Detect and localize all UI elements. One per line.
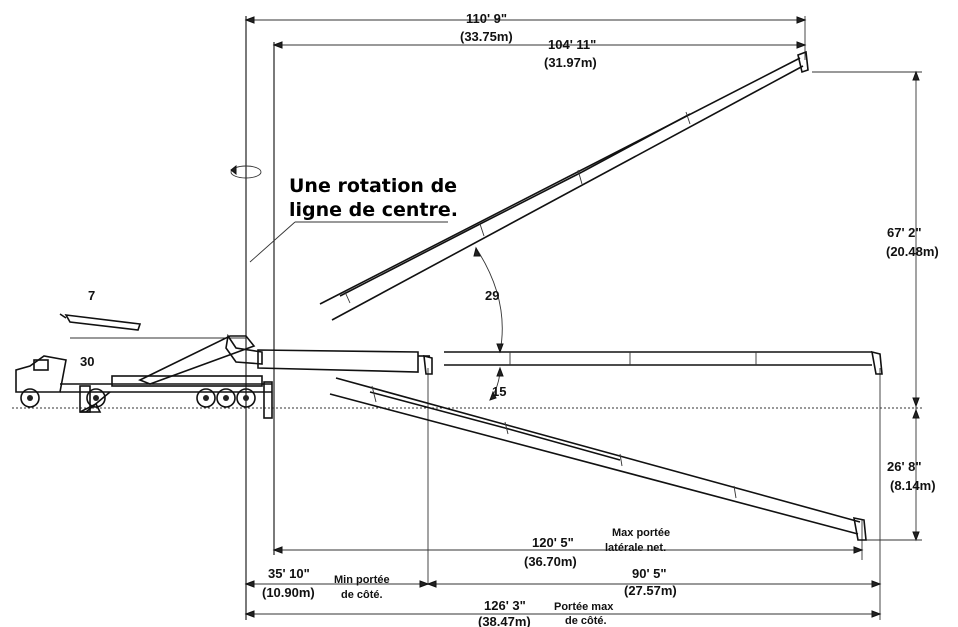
dim-90-m: (27.57m) <box>624 583 677 598</box>
rotation-icon <box>230 165 262 179</box>
dim-max-side-m: (38.47m) <box>478 614 531 627</box>
dim-total-reach-m: (33.75m) <box>460 29 513 44</box>
right-dimensions <box>812 70 922 542</box>
max-net-note-2: latérale net. <box>605 542 666 554</box>
rotation-arrow-icon <box>230 164 237 176</box>
angle-lower-label: 15 <box>492 384 506 399</box>
boom-horizontal <box>257 349 883 375</box>
dim-max-net-ft: 120' 5" <box>532 535 574 550</box>
dim-max-side-ft: 126' 3" <box>484 598 526 613</box>
centerline-rotation-label-1: Une rotation de <box>289 175 457 197</box>
max-net-note-1: Max portée <box>612 527 670 539</box>
dim-vertical-up-ft: 67' 2" <box>887 225 922 240</box>
dim-vertical-down-m: (8.14m) <box>890 478 936 493</box>
top-dimensions <box>244 16 807 49</box>
min-side-note-2: de côté. <box>341 589 383 601</box>
dim-reach-ft: 104' 11" <box>548 37 596 52</box>
reference-lines <box>12 16 922 620</box>
angle-30-label: 30 <box>80 354 94 369</box>
max-side-note-1: Portée max <box>554 601 614 613</box>
dim-90-ft: 90' 5" <box>632 566 667 581</box>
angle-small-label: 7 <box>88 288 95 303</box>
max-side-note-2: de côté. <box>565 615 607 627</box>
dim-max-net-m: (36.70m) <box>524 554 577 569</box>
boom-stowed <box>59 313 142 331</box>
truck <box>15 333 273 419</box>
boom-lower <box>329 377 867 541</box>
dim-min-side-ft: 35' 10" <box>268 566 310 581</box>
dim-vertical-up-m: (20.48m) <box>886 244 939 259</box>
dim-total-reach-ft: 110' 9" <box>466 11 507 26</box>
bottom-dimensions <box>244 546 882 618</box>
dim-vertical-down-ft: 26' 8" <box>887 459 922 474</box>
dim-min-side-m: (10.90m) <box>262 585 315 600</box>
min-side-note-1: Min portée <box>334 574 390 586</box>
dim-reach-m: (31.97m) <box>544 55 597 70</box>
boom-upper <box>319 50 809 321</box>
angle-arc-upper <box>475 247 503 353</box>
centerline-rotation-label-2: ligne de centre. <box>289 199 458 221</box>
angle-upper-label: 29 <box>485 288 499 303</box>
